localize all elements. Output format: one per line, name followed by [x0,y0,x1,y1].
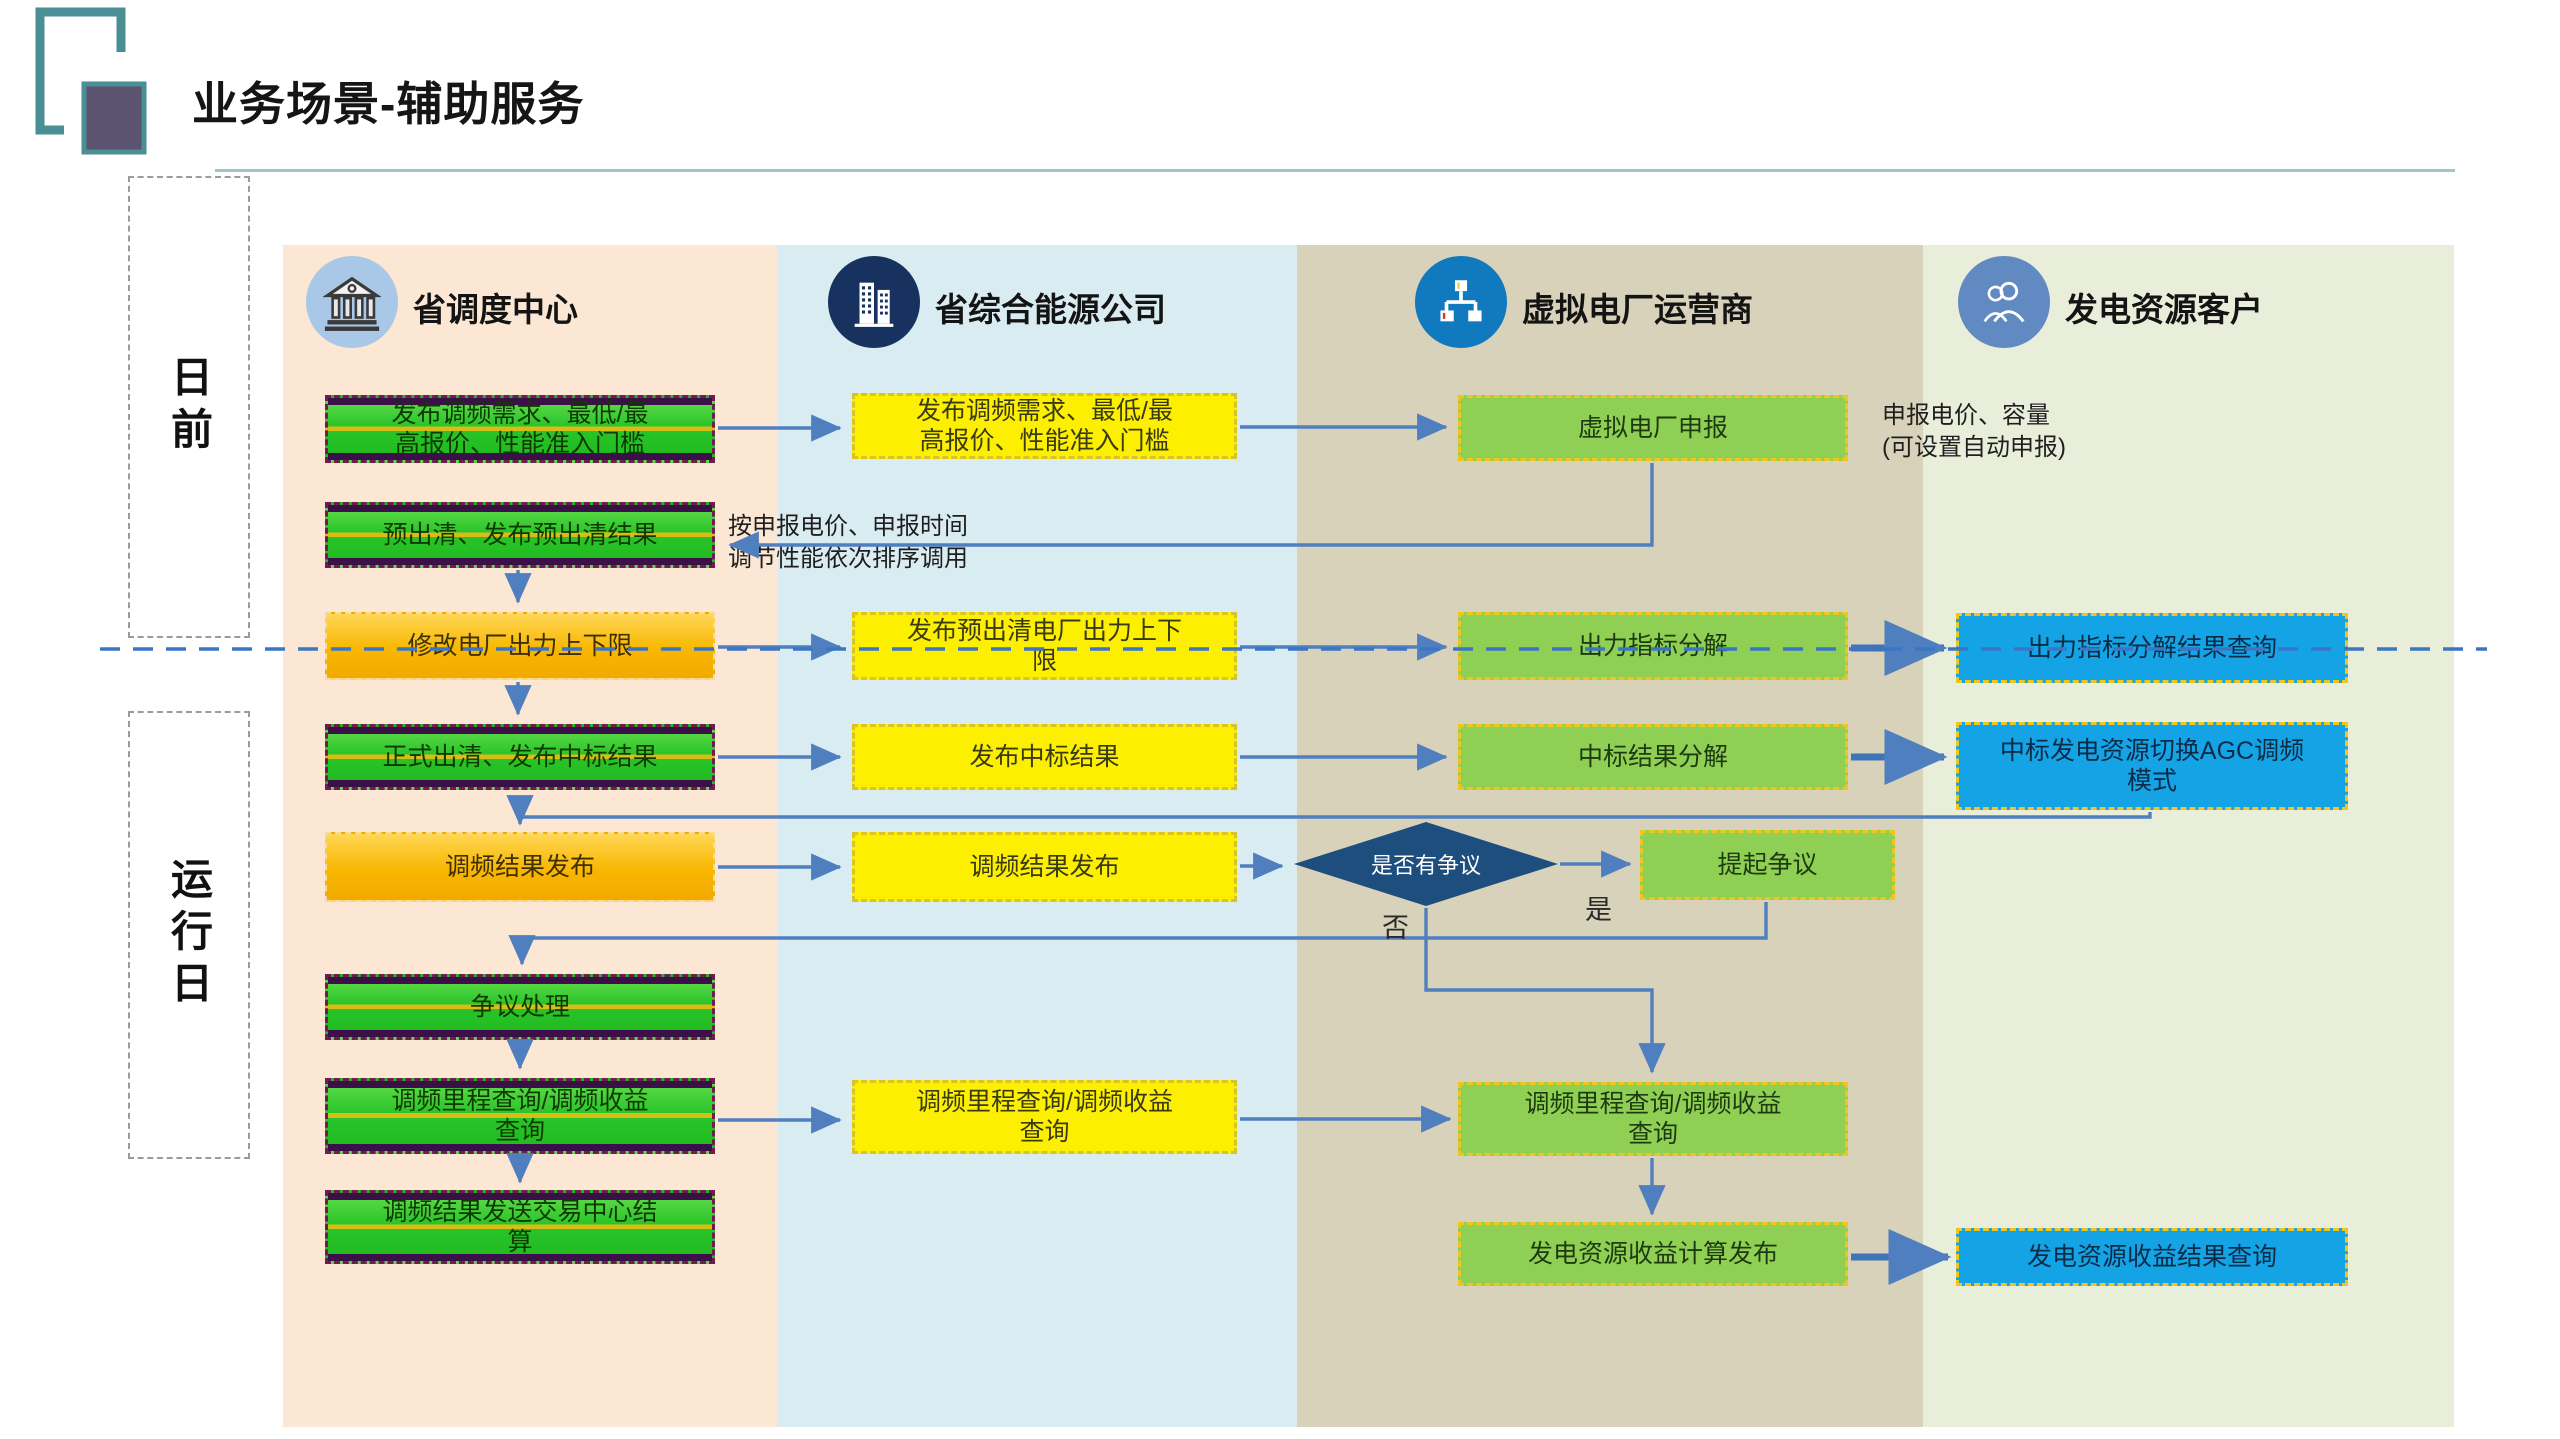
flow-box-g3: 正式出清、发布中标结果 [325,724,715,790]
annotation-sort-rule: 按申报电价、申报时间 调节性能依次排序调用 [728,511,968,574]
flow-box-label: 调频结果发布 [444,852,595,881]
buildings-icon [828,256,920,348]
logo-bracket-icon [35,7,147,155]
flow-box-g5: 调频里程查询/调频收益查询 [325,1078,715,1154]
flow-box-v5: 发电资源收益计算发布 [1458,1222,1848,1286]
flow-box-label: 发电资源收益计算发布 [1527,1239,1778,1268]
annotation-bid-price-capacity: 申报电价、容量 (可设置自动申报) [1882,400,2066,463]
flow-box-v4: 调频里程查询/调频收益查询 [1458,1082,1848,1156]
flow-box-label: 调频里程查询/调频收益查询 [916,1087,1173,1147]
flow-box-label: 发布调频需求、最低/最高报价、性能准入门槛 [391,399,649,459]
edge-label-no: 否 [1382,913,1409,943]
flow-box-y5: 调频里程查询/调频收益查询 [852,1080,1237,1154]
edge-label-yes: 是 [1585,895,1612,925]
flow-box-label: 发电资源收益结果查询 [2026,1242,2277,1271]
flow-box-label: 调频里程查询/调频收益查询 [391,1086,649,1146]
lane-label-energy-company: 省综合能源公司 [935,291,1166,328]
flow-box-y2: 发布预出清电厂出力上下限 [852,612,1237,680]
annotation-line: 按申报电价、申报时间 [728,513,968,540]
bank-icon [306,256,398,348]
flow-box-label: 调频结果发布 [969,852,1120,881]
flow-box-o1: 修改电厂出力上下限 [325,612,715,680]
flow-box-label: 预出清、发布预出清结果 [382,520,658,549]
flow-box-label: 正式出清、发布中标结果 [382,742,658,771]
flow-box-y4: 调频结果发布 [852,832,1237,902]
title-rule [215,169,2455,172]
flow-box-label: 中标发电资源切换AGC调频模式 [1999,736,2305,796]
flow-box-g1: 发布调频需求、最低/最高报价、性能准入门槛 [325,395,715,463]
flow-box-b2: 中标发电资源切换AGC调频模式 [1956,722,2348,810]
flow-box-label: 出力指标分解结果查询 [2026,633,2277,662]
flow-box-label: 出力指标分解 [1577,631,1728,660]
flow-box-v2: 出力指标分解 [1458,612,1848,680]
flow-box-label: 发布预出清电厂出力上下限 [906,616,1182,676]
flow-box-v3: 中标结果分解 [1458,724,1848,790]
flow-box-label: 提起争议 [1717,850,1818,879]
flow-box-label: 发布调频需求、最低/最高报价、性能准入门槛 [916,396,1173,456]
annotation-line: 申报电价、容量 [1882,402,2050,429]
time-label-day-ahead: 日前 [128,176,250,638]
lane-label-gen-customer: 发电资源客户 [2065,291,2263,328]
flow-box-v1: 虚拟电厂申报 [1458,395,1848,461]
time-label-operation-day: 运行日 [128,711,250,1159]
flow-box-label: 发布中标结果 [969,742,1120,771]
lane-label-vpp-operator: 虚拟电厂运营商 [1522,291,1753,328]
network-icon [1415,256,1507,348]
flow-box-g6: 调频结果发送交易中心结算 [325,1190,715,1264]
people-icon [1958,256,2050,348]
page-title: 业务场景-辅助服务 [192,78,585,130]
flow-box-label: 中标结果分解 [1577,742,1728,771]
annotation-line: 调节性能依次排序调用 [728,544,968,572]
flow-box-v6: 提起争议 [1640,830,1895,900]
flow-box-label: 争议处理 [469,992,570,1021]
flow-box-y1: 发布调频需求、最低/最高报价、性能准入门槛 [852,393,1237,459]
lane-label-dispatch-center: 省调度中心 [413,291,578,328]
flow-box-label: 调频结果发送交易中心结算 [382,1197,658,1257]
slide-logo [16,0,150,167]
flow-box-g2: 预出清、发布预出清结果 [325,502,715,568]
flow-box-g4: 争议处理 [325,974,715,1040]
decision-label: 是否有争议 [1370,853,1481,878]
flow-box-label: 修改电厂出力上下限 [407,631,633,660]
annotation-line: (可设置自动申报) [1882,433,2066,461]
flow-box-label: 调频里程查询/调频收益查询 [1524,1089,1782,1149]
flow-box-b3: 发电资源收益结果查询 [1956,1228,2348,1286]
flow-box-label: 虚拟电厂申报 [1577,413,1728,442]
flow-box-y3: 发布中标结果 [852,724,1237,790]
flow-box-o2: 调频结果发布 [325,832,715,902]
flow-box-b1: 出力指标分解结果查询 [1956,613,2348,683]
